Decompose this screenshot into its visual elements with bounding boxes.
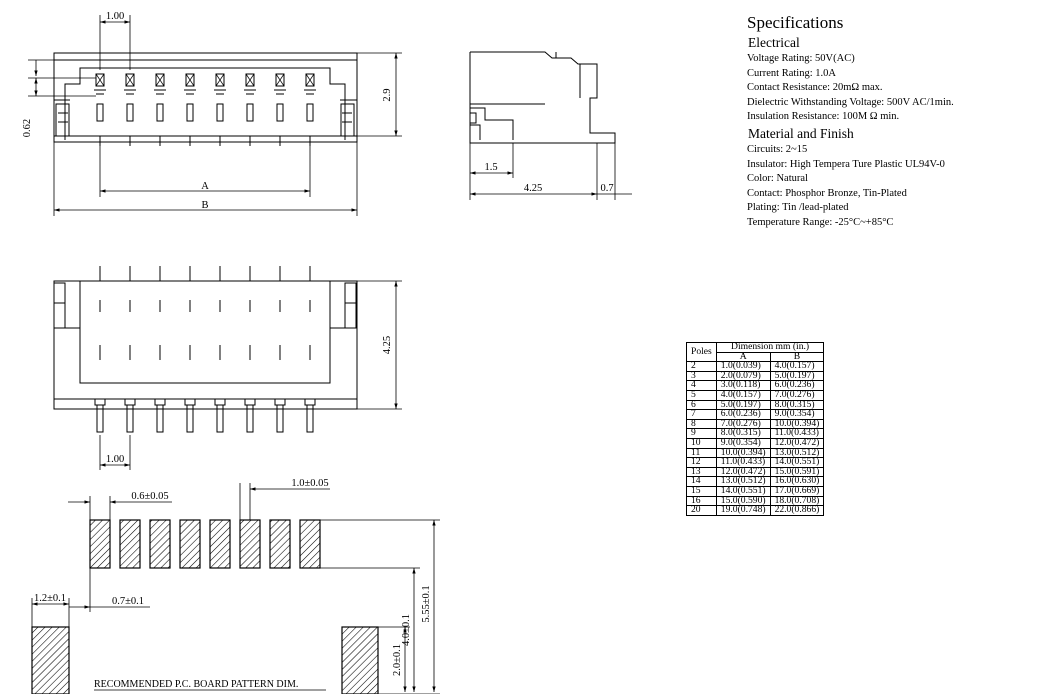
- specifications-panel: Specifications Electrical Voltage Rating…: [747, 12, 1037, 231]
- pcb-anchor-pad-right: [341, 626, 379, 694]
- spec-line: Insulation Resistance: 100M Ω min.: [747, 111, 900, 123]
- pad-pitch-label: 1.0±0.05: [291, 478, 328, 489]
- spec-line: Contact: Phosphor Bronze, Tin-Plated: [747, 187, 907, 199]
- material-list: Circuits: 2~15 Insulator: High Tempera T…: [747, 143, 1037, 231]
- front-pin: [184, 73, 196, 146]
- spec-line: Color: Natural: [747, 173, 808, 185]
- top-pin: [304, 266, 316, 433]
- specs-title: Specifications: [747, 13, 844, 32]
- electrical-heading: Electrical: [748, 35, 800, 50]
- dim-a-cell: 19.0(0.748): [715, 505, 771, 516]
- top-pin: [124, 266, 136, 433]
- anchor-width-label: 1.2±0.1: [34, 593, 66, 604]
- pcb-pad: [89, 519, 111, 569]
- top-height-label: 4.25: [382, 336, 393, 354]
- pcb-pattern: [31, 519, 379, 694]
- pcb-pad: [239, 519, 261, 569]
- anchor-height-label: 2.0±0.1: [392, 644, 403, 676]
- front-pin: [214, 73, 226, 146]
- top-view: [53, 266, 358, 433]
- pcb-anchor-pad-left: [31, 626, 70, 694]
- spec-line: Insulator: High Tempera Ture Plastic UL9…: [747, 158, 945, 170]
- side-depth-label: 1.5: [484, 162, 497, 173]
- side-tail-label: 0.7: [600, 183, 613, 194]
- spec-line: Temperature Range: -25°C~+85°C: [747, 216, 894, 228]
- side-view: [469, 51, 616, 144]
- poles-cell: 20: [686, 505, 717, 516]
- front-b-label: B: [201, 200, 208, 211]
- front-pitch-label: 1.00: [106, 11, 124, 22]
- poles-header: Poles: [686, 341, 717, 363]
- front-pin: [154, 73, 166, 146]
- top-pin: [244, 266, 256, 433]
- top-pin-row: [94, 266, 316, 433]
- front-pin: [124, 73, 136, 146]
- top-pin: [184, 266, 196, 433]
- top-pitch-label: 1.00: [106, 454, 124, 465]
- front-pin: [94, 73, 106, 146]
- spec-line: Voltage Rating: 50V(AC): [747, 53, 855, 64]
- top-pin: [154, 266, 166, 433]
- pcb-pad: [119, 519, 141, 569]
- dim-b-cell: 22.0(0.866): [769, 505, 825, 516]
- overall-height-label: 5.55±0.1: [421, 585, 432, 622]
- pcb-pad-row: [89, 519, 321, 569]
- front-pin-row: [94, 73, 316, 146]
- side-length-label: 4.25: [524, 183, 542, 194]
- front-offset-label: 0.62: [22, 119, 33, 137]
- pad-width-label: 0.6±0.05: [131, 491, 168, 502]
- front-pin: [244, 73, 256, 146]
- spec-line: Dielectric Withstanding Voltage: 500V AC…: [747, 96, 954, 108]
- front-pin: [274, 73, 286, 146]
- front-view: [53, 52, 358, 146]
- electrical-list: Voltage Rating: 50V(AC) Current Rating: …: [747, 52, 1037, 125]
- spec-line: Circuits: 2~15: [747, 143, 808, 155]
- top-pin: [214, 266, 226, 433]
- dimension-lines: [28, 15, 632, 694]
- spec-line: Current Rating: 1.0A: [747, 67, 836, 79]
- dimension-labels: 1.00 A B 2.9 0.62 1.5 4.25 0.7 4.25 1.00…: [22, 11, 614, 690]
- dimension-group-header: Dimension mm (in.): [715, 342, 825, 353]
- pcb-pad: [149, 519, 171, 569]
- pcb-pad: [209, 519, 231, 569]
- top-pin: [274, 266, 286, 433]
- pcb-pad: [269, 519, 291, 569]
- front-a-label: A: [201, 181, 209, 192]
- pcb-pad: [179, 519, 201, 569]
- front-pin: [304, 73, 316, 146]
- spec-line: Plating: Tin /lead-plated: [747, 202, 849, 214]
- pcb-caption: RECOMMENDED P.C. BOARD PATTERN DIM.: [94, 679, 298, 690]
- pcb-pad: [299, 519, 321, 569]
- front-height-label: 2.9: [382, 88, 393, 101]
- top-pin: [94, 266, 106, 433]
- anchor-gap-label: 0.7±0.1: [112, 596, 144, 607]
- pad-to-anchor-label: 4.0±0.1: [401, 614, 412, 646]
- spec-line: Contact Resistance: 20mΩ max.: [747, 82, 883, 94]
- material-heading: Material and Finish: [748, 125, 854, 141]
